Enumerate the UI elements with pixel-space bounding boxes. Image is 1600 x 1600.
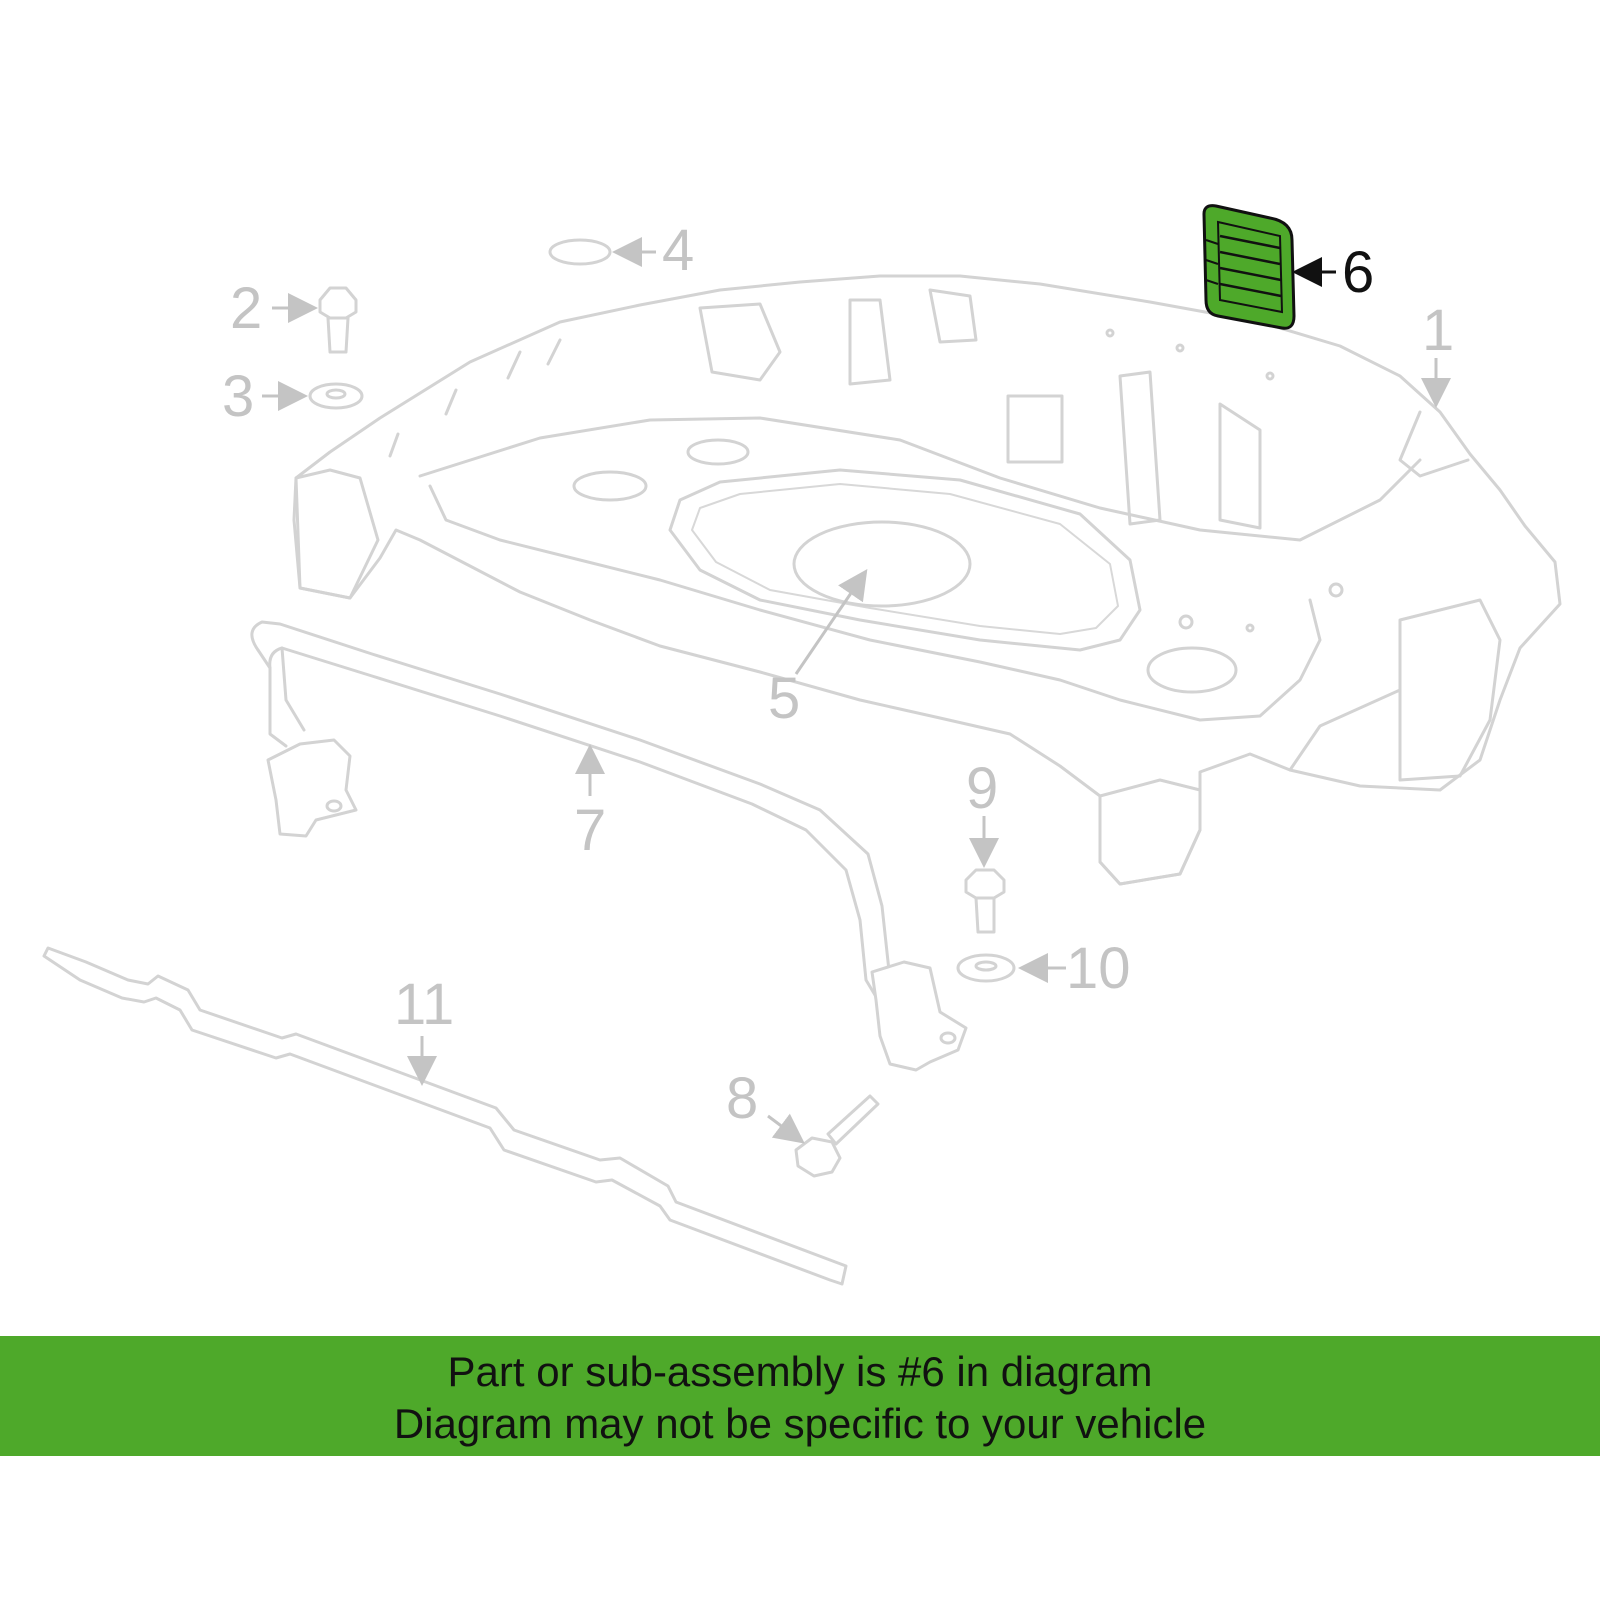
part-9-bolt: [964, 868, 1006, 934]
banner-line-1: Part or sub-assembly is #6 in diagram: [447, 1348, 1153, 1395]
callout-5: 5: [768, 666, 800, 731]
part-10-washer: [956, 953, 1016, 983]
callout-1: 1: [1422, 298, 1454, 363]
callout-10: 10: [1066, 936, 1131, 1001]
callout-2: 2: [230, 276, 262, 341]
callout-4: 4: [662, 218, 694, 283]
banner-line-2: Diagram may not be specific to your vehi…: [393, 1400, 1207, 1447]
callout-3: 3: [222, 364, 254, 429]
callout-9: 9: [966, 756, 998, 821]
part-2-bolt: [318, 286, 358, 354]
info-banner: Part or sub-assembly is #6 in diagram Di…: [0, 1336, 1600, 1456]
part-4-ring: [548, 238, 612, 266]
part-11-strip: [42, 946, 848, 1286]
callout-labels: 1 2 3 4 5 6 7 8 9 10 11: [222, 218, 1454, 1131]
callout-6: 6: [1342, 240, 1374, 305]
callout-11: 11: [394, 972, 454, 1037]
part-8-bolt: [794, 1094, 880, 1178]
leader-lines: [262, 237, 1451, 1144]
part-6-grille: [1202, 204, 1296, 330]
part-7-bar: [250, 620, 968, 1072]
callout-8: 8: [726, 1066, 758, 1131]
part-1-panel: [292, 274, 1562, 886]
callout-7: 7: [574, 798, 606, 863]
part-3-washer: [308, 382, 364, 410]
